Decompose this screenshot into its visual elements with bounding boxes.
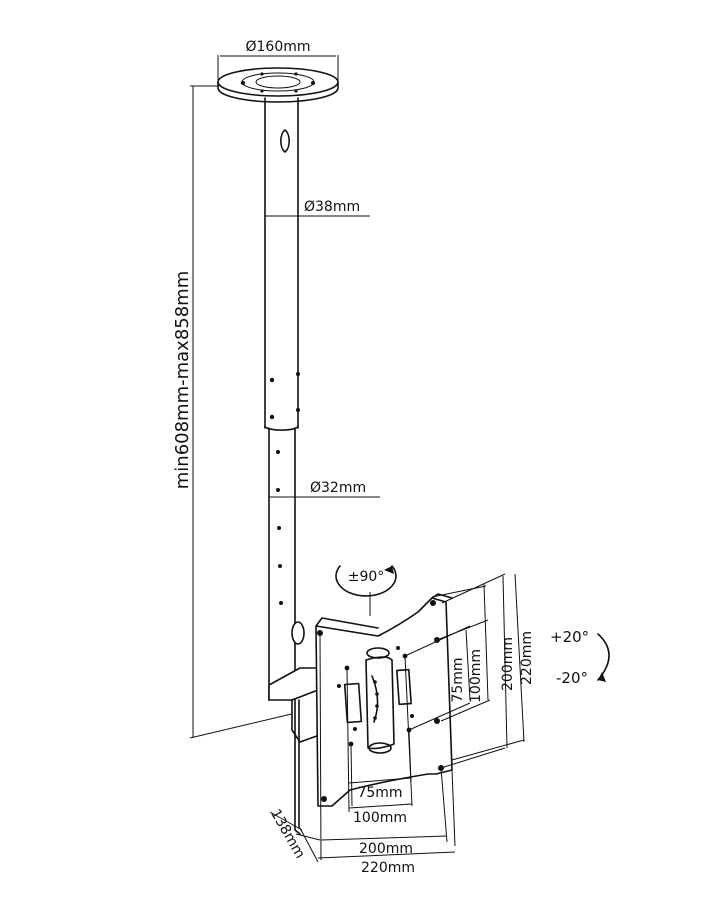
- upper-pole-diameter-callout: Ø38mm: [298, 199, 370, 217]
- upper-pole-diameter-label: Ø38mm: [304, 199, 360, 215]
- vesa-h-100-label: 100mm: [353, 810, 407, 826]
- tilt-up-label: +20°: [550, 628, 589, 646]
- swivel-indicator: ±90°: [335, 565, 397, 616]
- lower-pole-diameter-callout: Ø32mm: [295, 480, 380, 498]
- vesa-h-200-label: 200mm: [359, 841, 413, 857]
- plate-diameter-label: Ø160mm: [245, 39, 310, 55]
- vesa-v-200-label: 200mm: [500, 637, 516, 691]
- plate-diameter-dimension: Ø160mm: [217, 39, 339, 80]
- vesa-v-100-label: 100mm: [468, 649, 484, 703]
- vertical-dimensions: 75mm 100mm 200mm 220mm: [404, 573, 535, 769]
- vesa-plate: [315, 593, 453, 807]
- vesa-v-75-label: 75mm: [450, 657, 466, 702]
- lower-pole-diameter-label: Ø32mm: [310, 480, 366, 496]
- tilt-down-label: -20°: [556, 669, 588, 687]
- lower-pole: [268, 427, 305, 701]
- vesa-v-220-label: 220mm: [519, 631, 535, 685]
- height-range-label: min608mm-max858mm: [172, 271, 193, 490]
- depth-dimension: 138mm: [267, 807, 321, 863]
- vesa-h-75-label: 75mm: [357, 785, 402, 801]
- ceiling-plate: [217, 67, 339, 103]
- depth-label: 138mm: [267, 807, 308, 862]
- vesa-h-220-label: 220mm: [361, 860, 415, 876]
- tilt-indicator: +20° -20°: [550, 628, 610, 687]
- swivel-label: ±90°: [348, 569, 385, 585]
- horizontal-dimensions: 75mm 100mm 200mm 220mm: [317, 632, 456, 876]
- height-dimension: min608mm-max858mm: [172, 85, 301, 739]
- upper-pole: [264, 97, 300, 431]
